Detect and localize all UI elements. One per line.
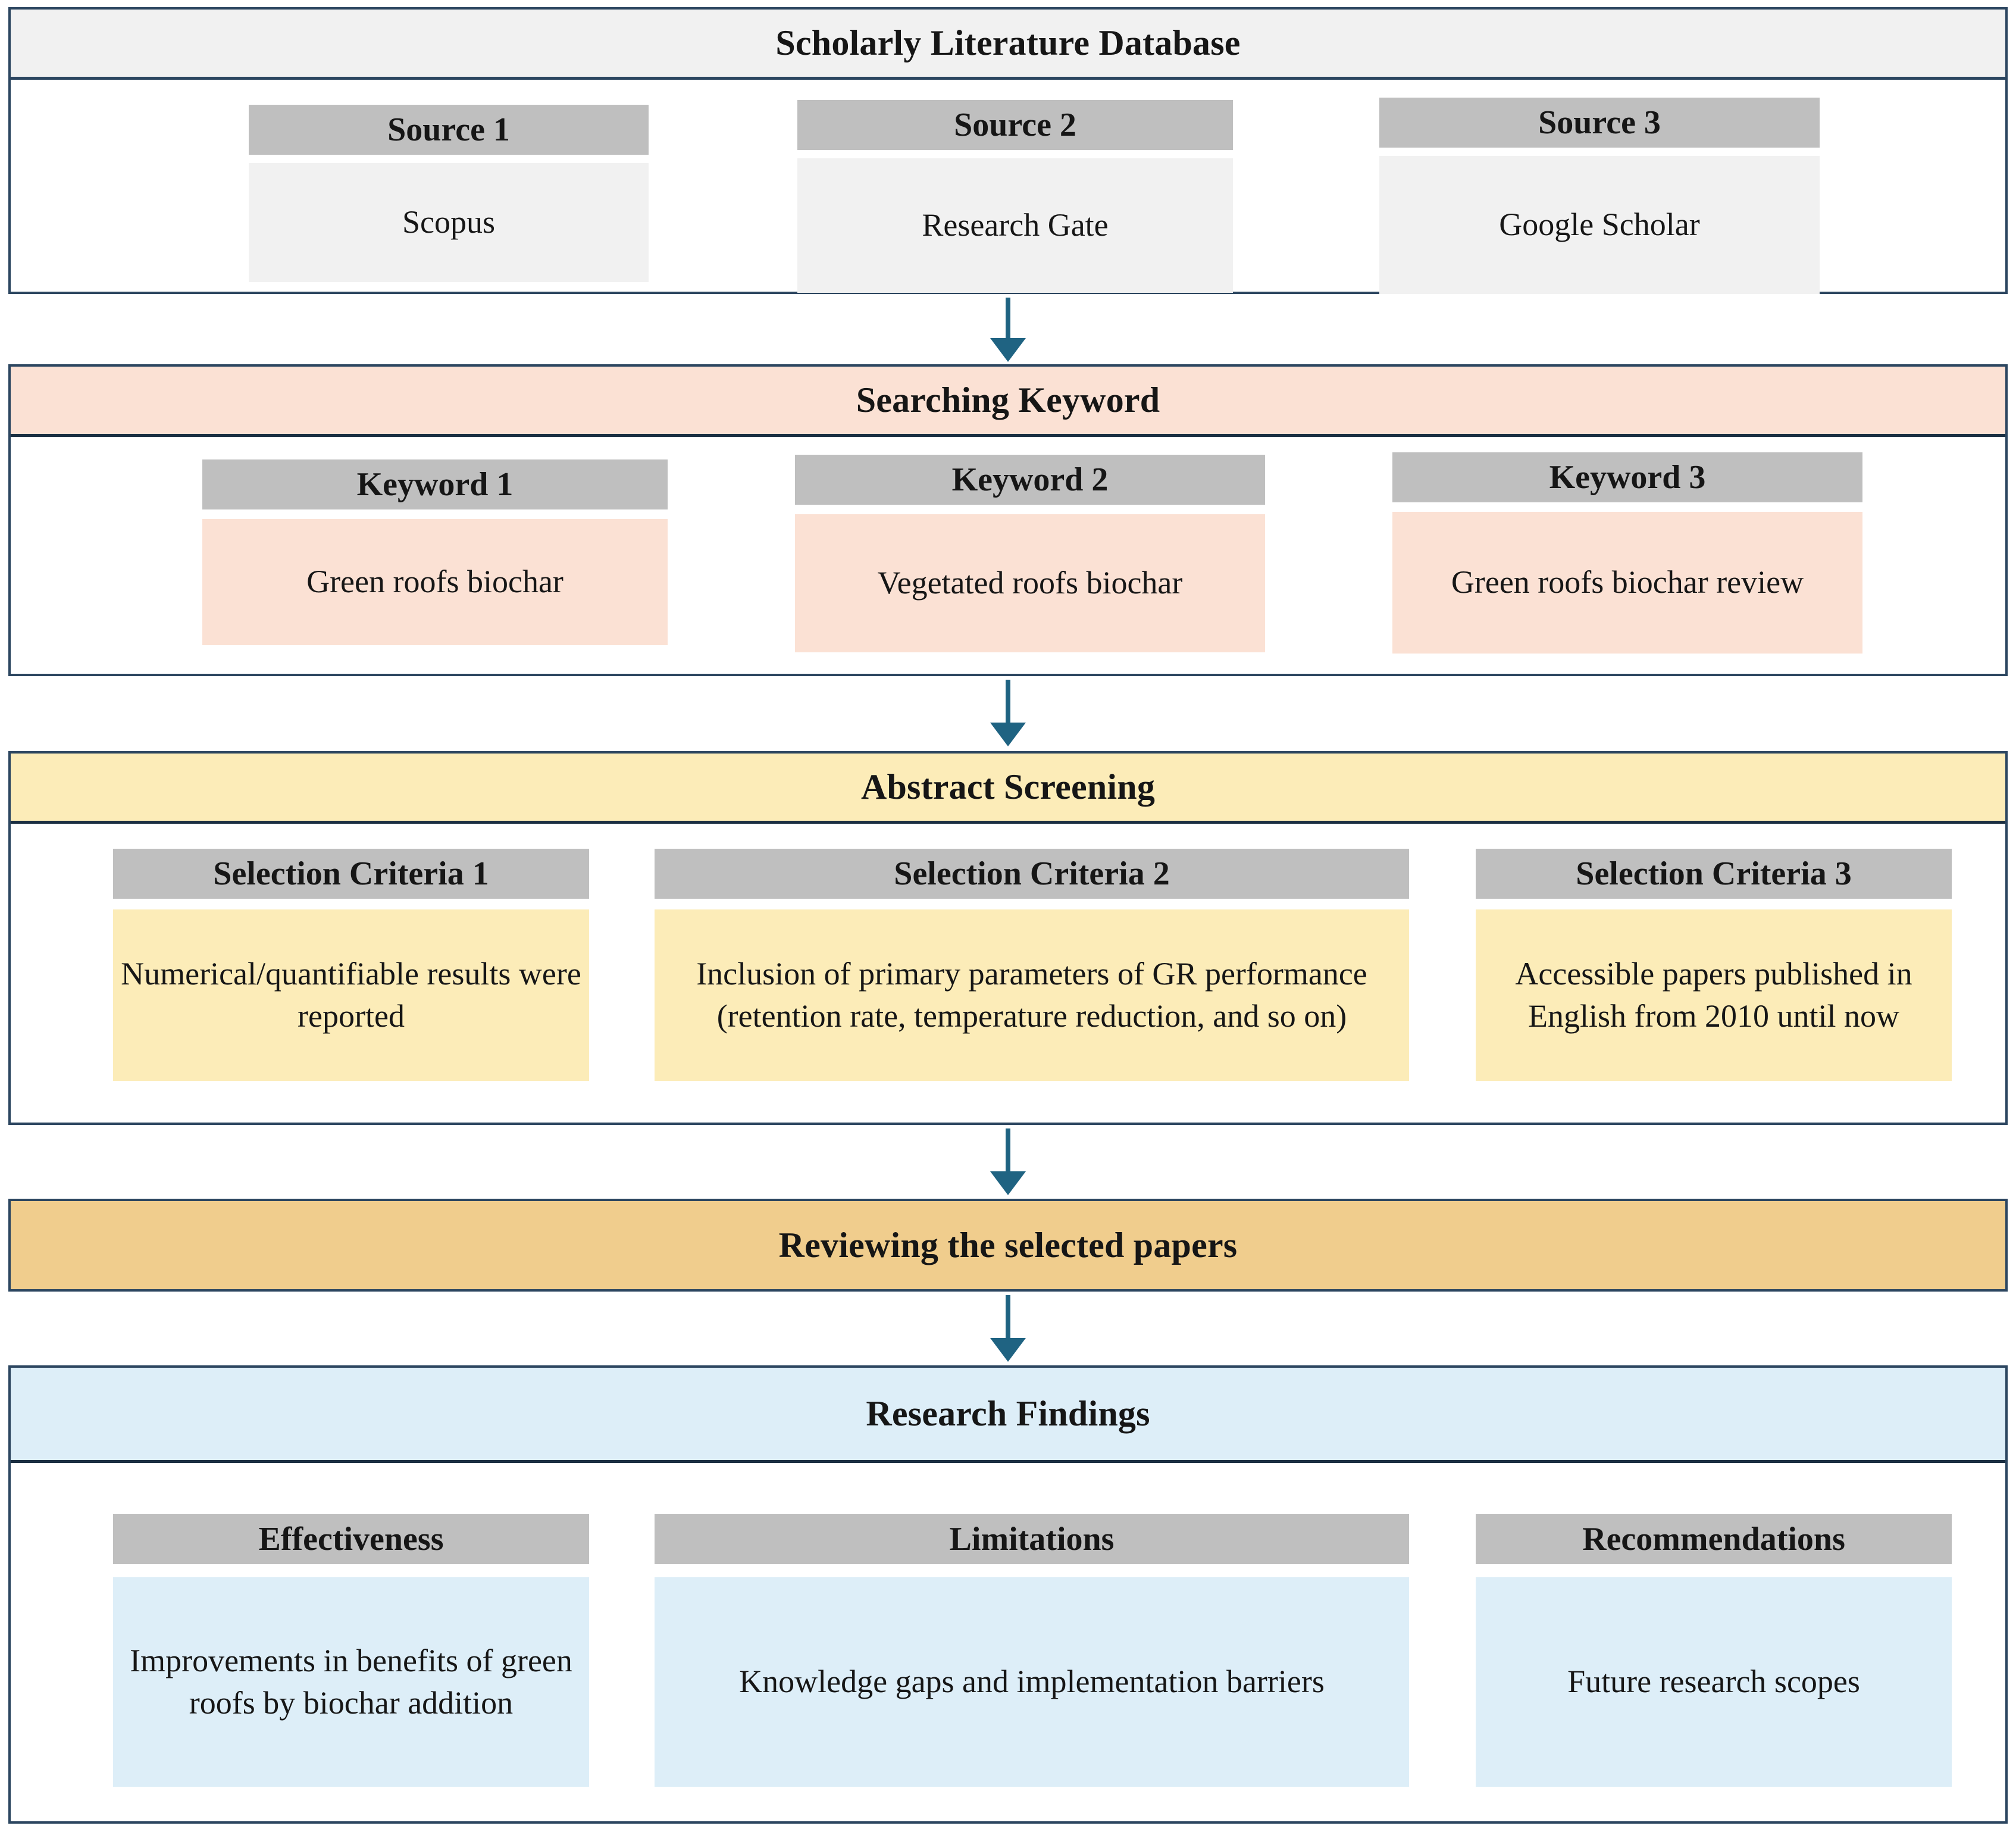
stage-header-reviewing-the-selected-papers: Reviewing the selected papers — [11, 1201, 2005, 1289]
stage-reviewing-the-selected-papers: Reviewing the selected papers — [8, 1199, 2008, 1292]
column-label-source-3: Source 3 — [1379, 98, 1820, 148]
stage-body-scholarly-literature-database: Source 1 Scopus Source 2 Research Gate S… — [11, 80, 2005, 294]
column-recommendations: Recommendations Future research scopes — [1476, 1514, 1952, 1787]
column-keyword-1: Keyword 1 Green roofs biochar — [202, 459, 668, 645]
column-value-keyword-2: Vegetated roofs biochar — [795, 514, 1265, 652]
column-source-2: Source 2 Research Gate — [797, 100, 1233, 293]
stage-body-searching-keyword: Keyword 1 Green roofs biochar Keyword 2 … — [11, 437, 2005, 674]
column-value-source-3: Google Scholar — [1379, 156, 1820, 294]
column-label-keyword-1: Keyword 1 — [202, 459, 668, 509]
arrow-database-to-keyword — [1006, 298, 1010, 342]
column-value-source-1: Scopus — [249, 163, 649, 282]
column-keyword-2: Keyword 2 Vegetated roofs biochar — [795, 455, 1265, 652]
column-selection-criteria-1: Selection Criteria 1 Numerical/quantifia… — [113, 849, 589, 1081]
column-selection-criteria-2: Selection Criteria 2 Inclusion of primar… — [655, 849, 1409, 1081]
stage-research-findings: Research Findings Effectiveness Improvem… — [8, 1365, 2008, 1824]
stage-scholarly-literature-database: Scholarly Literature Database Source 1 S… — [8, 7, 2008, 294]
stage-body-research-findings: Effectiveness Improvements in benefits o… — [11, 1463, 2005, 1821]
column-label-effectiveness: Effectiveness — [113, 1514, 589, 1564]
stage-body-abstract-screening: Selection Criteria 1 Numerical/quantifia… — [11, 824, 2005, 1123]
column-source-3: Source 3 Google Scholar — [1379, 98, 1820, 294]
column-label-recommendations: Recommendations — [1476, 1514, 1952, 1564]
column-value-selection-criteria-2: Inclusion of primary parameters of GR pe… — [655, 909, 1409, 1081]
column-label-selection-criteria-3: Selection Criteria 3 — [1476, 849, 1952, 899]
column-value-keyword-3: Green roofs biochar review — [1392, 512, 1862, 654]
stage-searching-keyword: Searching Keyword Keyword 1 Green roofs … — [8, 364, 2008, 676]
column-label-selection-criteria-2: Selection Criteria 2 — [655, 849, 1409, 899]
column-limitations: Limitations Knowledge gaps and implement… — [655, 1514, 1409, 1787]
column-keyword-3: Keyword 3 Green roofs biochar review — [1392, 452, 1862, 654]
column-selection-criteria-3: Selection Criteria 3 Accessible papers p… — [1476, 849, 1952, 1081]
column-value-limitations: Knowledge gaps and implementation barrie… — [655, 1577, 1409, 1787]
column-label-keyword-3: Keyword 3 — [1392, 452, 1862, 502]
column-value-effectiveness: Improvements in benefits of green roofs … — [113, 1577, 589, 1787]
column-label-selection-criteria-1: Selection Criteria 1 — [113, 849, 589, 899]
stage-header-abstract-screening: Abstract Screening — [11, 754, 2005, 824]
column-value-keyword-1: Green roofs biochar — [202, 519, 668, 645]
arrow-keyword-to-screening — [1006, 680, 1010, 726]
stage-header-searching-keyword: Searching Keyword — [11, 367, 2005, 437]
column-value-source-2: Research Gate — [797, 158, 1233, 293]
column-value-selection-criteria-1: Numerical/quantifiable results were repo… — [113, 909, 589, 1081]
column-effectiveness: Effectiveness Improvements in benefits o… — [113, 1514, 589, 1787]
stage-abstract-screening: Abstract Screening Selection Criteria 1 … — [8, 751, 2008, 1125]
stage-header-scholarly-literature-database: Scholarly Literature Database — [11, 10, 2005, 80]
column-label-keyword-2: Keyword 2 — [795, 455, 1265, 505]
arrow-reviewing-to-findings — [1006, 1295, 1010, 1342]
column-label-source-1: Source 1 — [249, 105, 649, 155]
column-value-selection-criteria-3: Accessible papers published in English f… — [1476, 909, 1952, 1081]
arrow-screening-to-reviewing — [1006, 1128, 1010, 1175]
column-label-limitations: Limitations — [655, 1514, 1409, 1564]
stage-header-research-findings: Research Findings — [11, 1368, 2005, 1463]
column-value-recommendations: Future research scopes — [1476, 1577, 1952, 1787]
column-label-source-2: Source 2 — [797, 100, 1233, 150]
column-source-1: Source 1 Scopus — [249, 105, 649, 282]
